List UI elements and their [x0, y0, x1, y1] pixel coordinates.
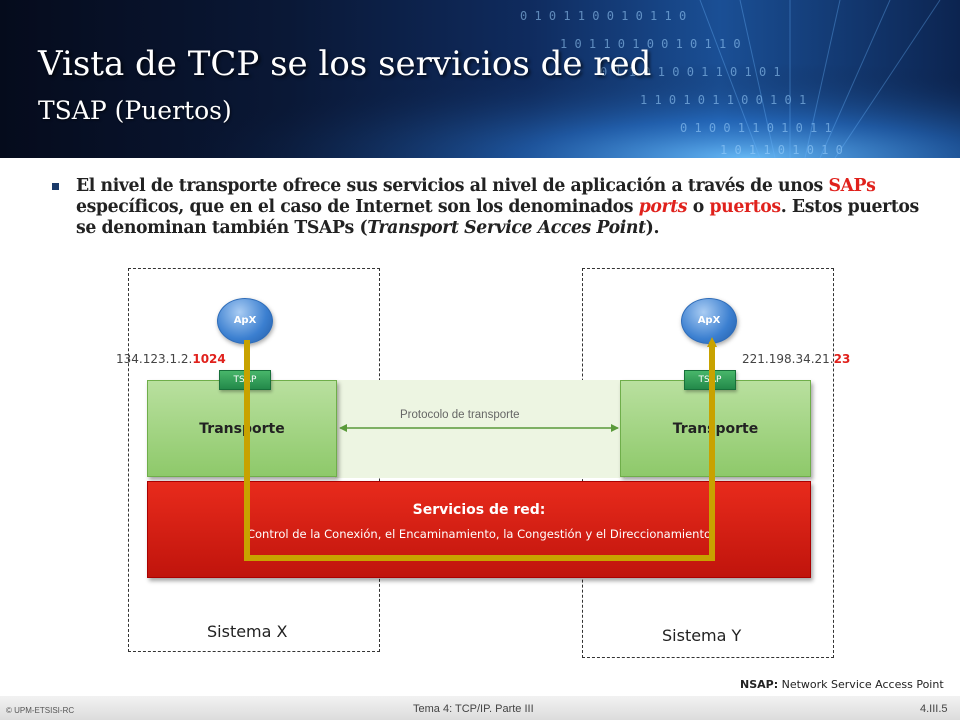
- tsap-right: TSAP: [684, 370, 736, 390]
- system-x-label: Sistema X: [207, 622, 288, 641]
- text-span-saps: SAPs: [828, 176, 876, 196]
- tsap-left: TSAP: [219, 370, 271, 390]
- footer-copyright: © UPM-ETSISI-RC: [6, 706, 75, 715]
- nsap-definition: Network Service Access Point: [778, 678, 944, 691]
- svg-text:1 0 1 1 0 1 0 1 0: 1 0 1 1 0 1 0 1 0: [720, 143, 843, 157]
- footer-slide-number: 4.III.5: [920, 703, 948, 715]
- network-services-box: Servicios de red: Control de la Conexión…: [147, 481, 811, 578]
- address-right: 221.198.34.21.23: [742, 352, 850, 366]
- svg-text:0 1 1 0 1 0 0 1 1 0 1 0 1: 0 1 1 0 1 0 0 1 1 0 1 0 1: [600, 65, 781, 79]
- svg-text:0 1 0 1 1 0 0 1 0 1 1 0: 0 1 0 1 1 0 0 1 0 1 1 0: [520, 9, 686, 23]
- text-span: o: [687, 197, 710, 217]
- bullet-marker: [52, 183, 59, 190]
- address-left-ip: 134.123.1.2.: [116, 352, 193, 366]
- text-span: ).: [645, 218, 660, 238]
- text-span: El nivel de transporte ofrece sus servic…: [76, 176, 829, 196]
- network-services-title: Servicios de red:: [412, 502, 546, 518]
- transport-box-right: Transporte: [620, 380, 811, 477]
- transport-box-left: Transporte: [147, 380, 337, 477]
- system-y-label: Sistema Y: [662, 626, 742, 645]
- page-subtitle: TSAP (Puertos): [38, 96, 232, 125]
- footer-bar: [0, 696, 960, 720]
- address-left: 134.123.1.2.1024: [116, 352, 226, 366]
- text-span-puertos: puertos: [709, 197, 782, 217]
- text-span: . Estos puertos se denominan también TSA…: [76, 197, 919, 238]
- text-span-tsap-def: Transport Service Acces Point: [367, 218, 646, 238]
- svg-text:1 0 1 1 0 1 0 0 1 0 1 1 0: 1 0 1 1 0 1 0 0 1 0 1 1 0: [560, 37, 741, 51]
- nsap-abbrev: NSAP:: [740, 678, 779, 691]
- page-title: Vista de TCP se los servicios de red: [38, 44, 652, 84]
- network-services-description: Control de la Conexión, el Encaminamient…: [246, 527, 712, 541]
- address-right-ip: 221.198.34.21.: [742, 352, 834, 366]
- address-left-port: 1024: [192, 352, 226, 366]
- protocol-label: Protocolo de transporte: [400, 409, 520, 421]
- nsap-note: NSAP: Network Service Access Point: [740, 678, 944, 691]
- binary-background-graphic: 0 1 0 1 1 0 0 1 0 1 1 0 1 0 1 1 0 1 0 0 …: [0, 0, 960, 158]
- address-right-port: 23: [833, 352, 851, 366]
- text-span: específicos, que en el caso de Internet …: [76, 197, 639, 217]
- svg-text:0 1 0 0 1 1 0 1 0 1 1: 0 1 0 0 1 1 0 1 0 1 1: [680, 121, 832, 135]
- header-banner: 0 1 0 1 1 0 0 1 0 1 1 0 1 0 1 1 0 1 0 0 …: [0, 0, 960, 158]
- text-span-ports: ports: [638, 197, 688, 217]
- app-node-right: ApX: [681, 298, 737, 344]
- bullet-paragraph: El nivel de transporte ofrece sus servic…: [76, 176, 938, 239]
- svg-text:1 1 0 1 0 1 1 0 0 1 0 1: 1 1 0 1 0 1 1 0 0 1 0 1: [640, 93, 806, 107]
- app-node-left: ApX: [217, 298, 273, 344]
- footer-topic: Tema 4: TCP/IP. Parte III: [413, 703, 534, 715]
- protocol-area: [335, 380, 625, 478]
